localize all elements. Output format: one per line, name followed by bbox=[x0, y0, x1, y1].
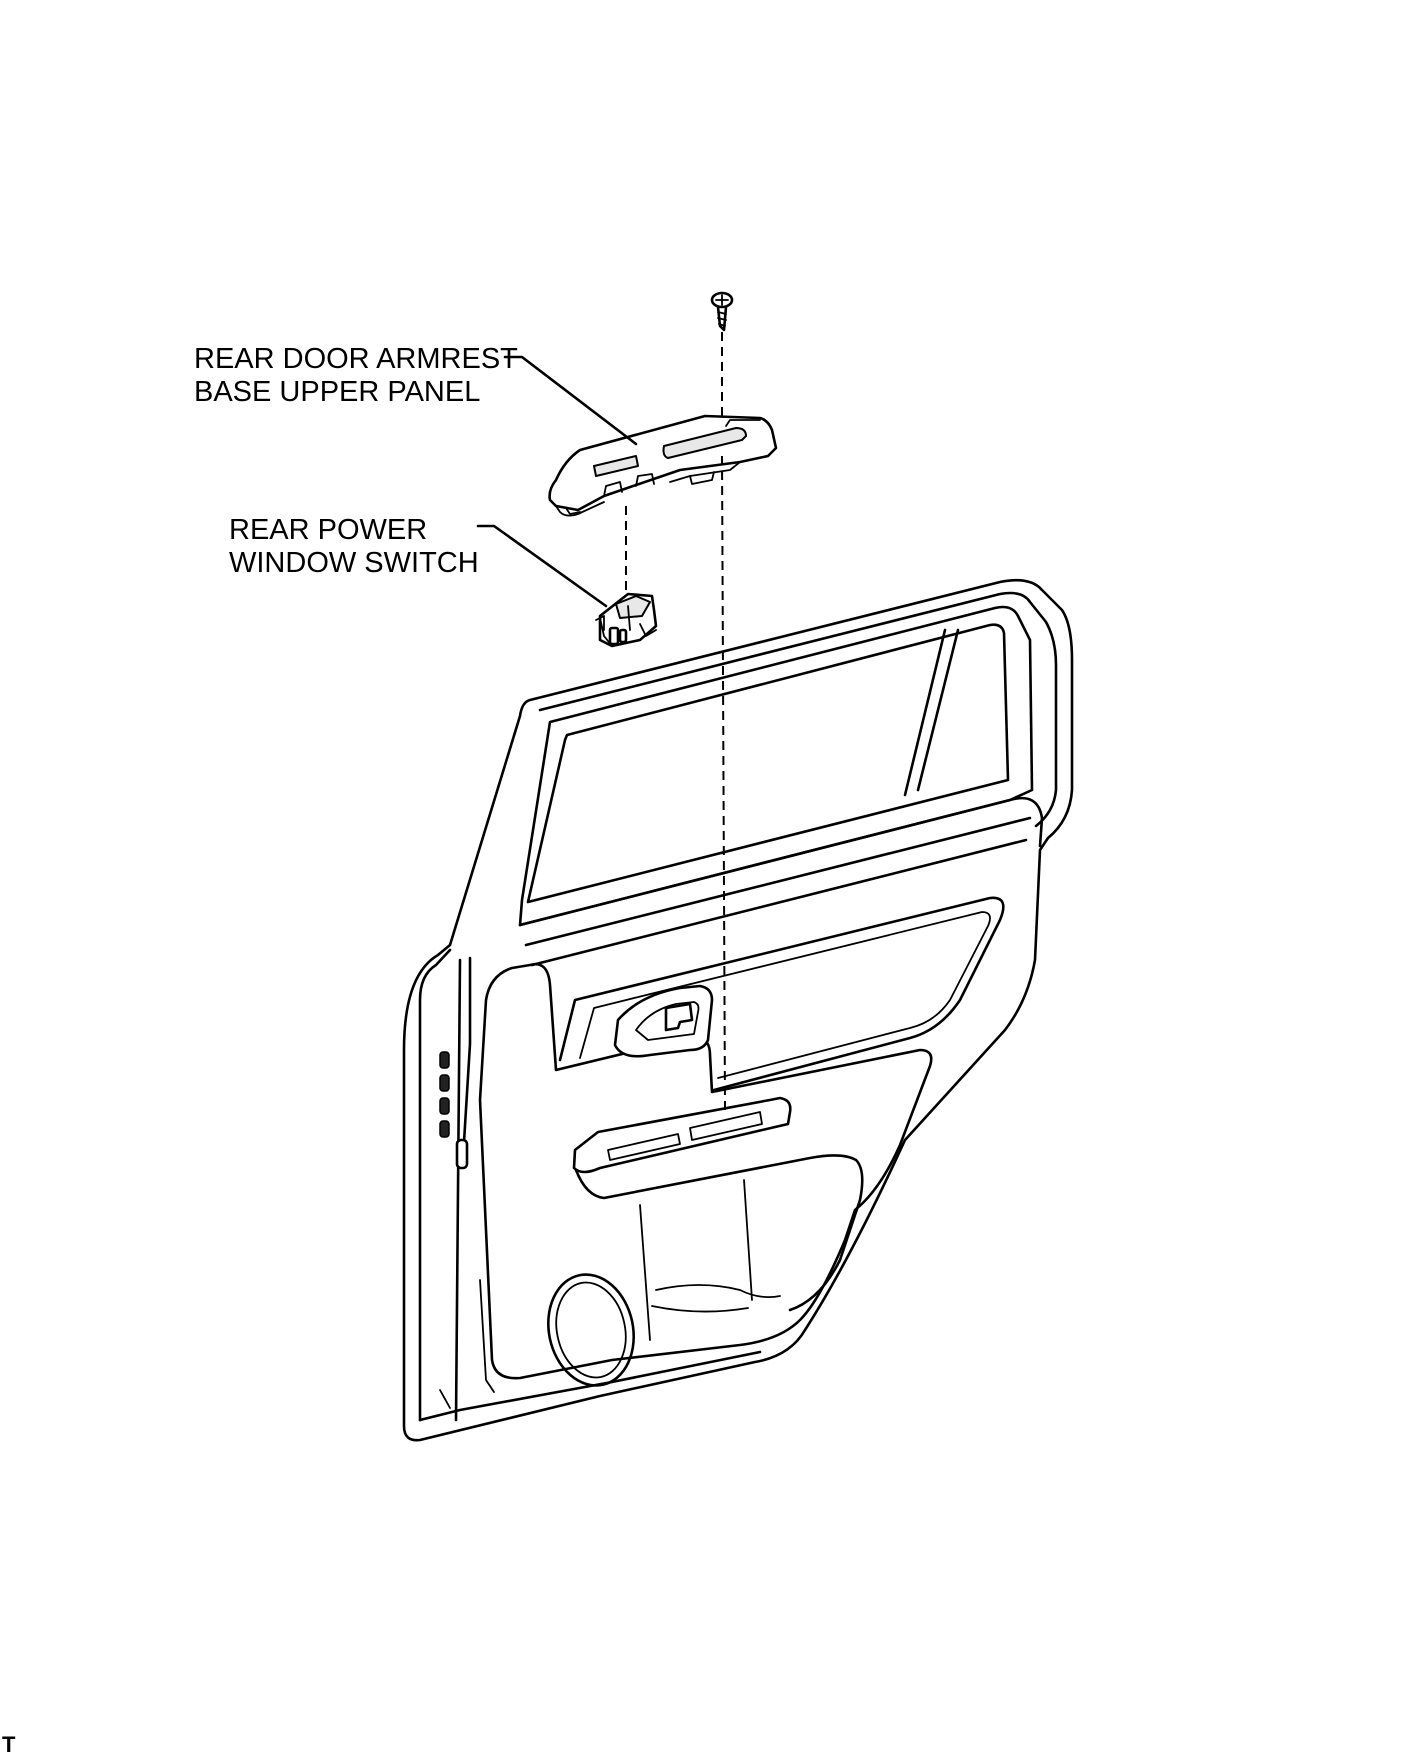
leader-lines bbox=[476, 355, 638, 608]
assembly-lines bbox=[625, 332, 726, 1111]
armrest-panel-label: REAR DOOR ARMREST BASE UPPER PANEL bbox=[194, 343, 518, 409]
door-armrest bbox=[572, 1096, 864, 1341]
armrest-label-line1: REAR DOOR ARMREST bbox=[194, 343, 518, 375]
inside-handle bbox=[613, 984, 714, 1058]
hinge-slots bbox=[439, 1051, 469, 1170]
armrest-label-line2: BASE UPPER PANEL bbox=[194, 376, 481, 408]
switch-label-line1: REAR POWER bbox=[229, 514, 428, 546]
window-switch-label: REAR POWER WINDOW SWITCH bbox=[229, 514, 479, 580]
screw bbox=[710, 291, 734, 332]
switch-label-line2: WINDOW SWITCH bbox=[229, 547, 479, 579]
armrest-base-upper-panel bbox=[548, 414, 778, 517]
corner-mark: T bbox=[2, 1732, 16, 1757]
rear-door bbox=[402, 578, 1074, 1442]
rear-power-window-switch bbox=[595, 592, 658, 648]
